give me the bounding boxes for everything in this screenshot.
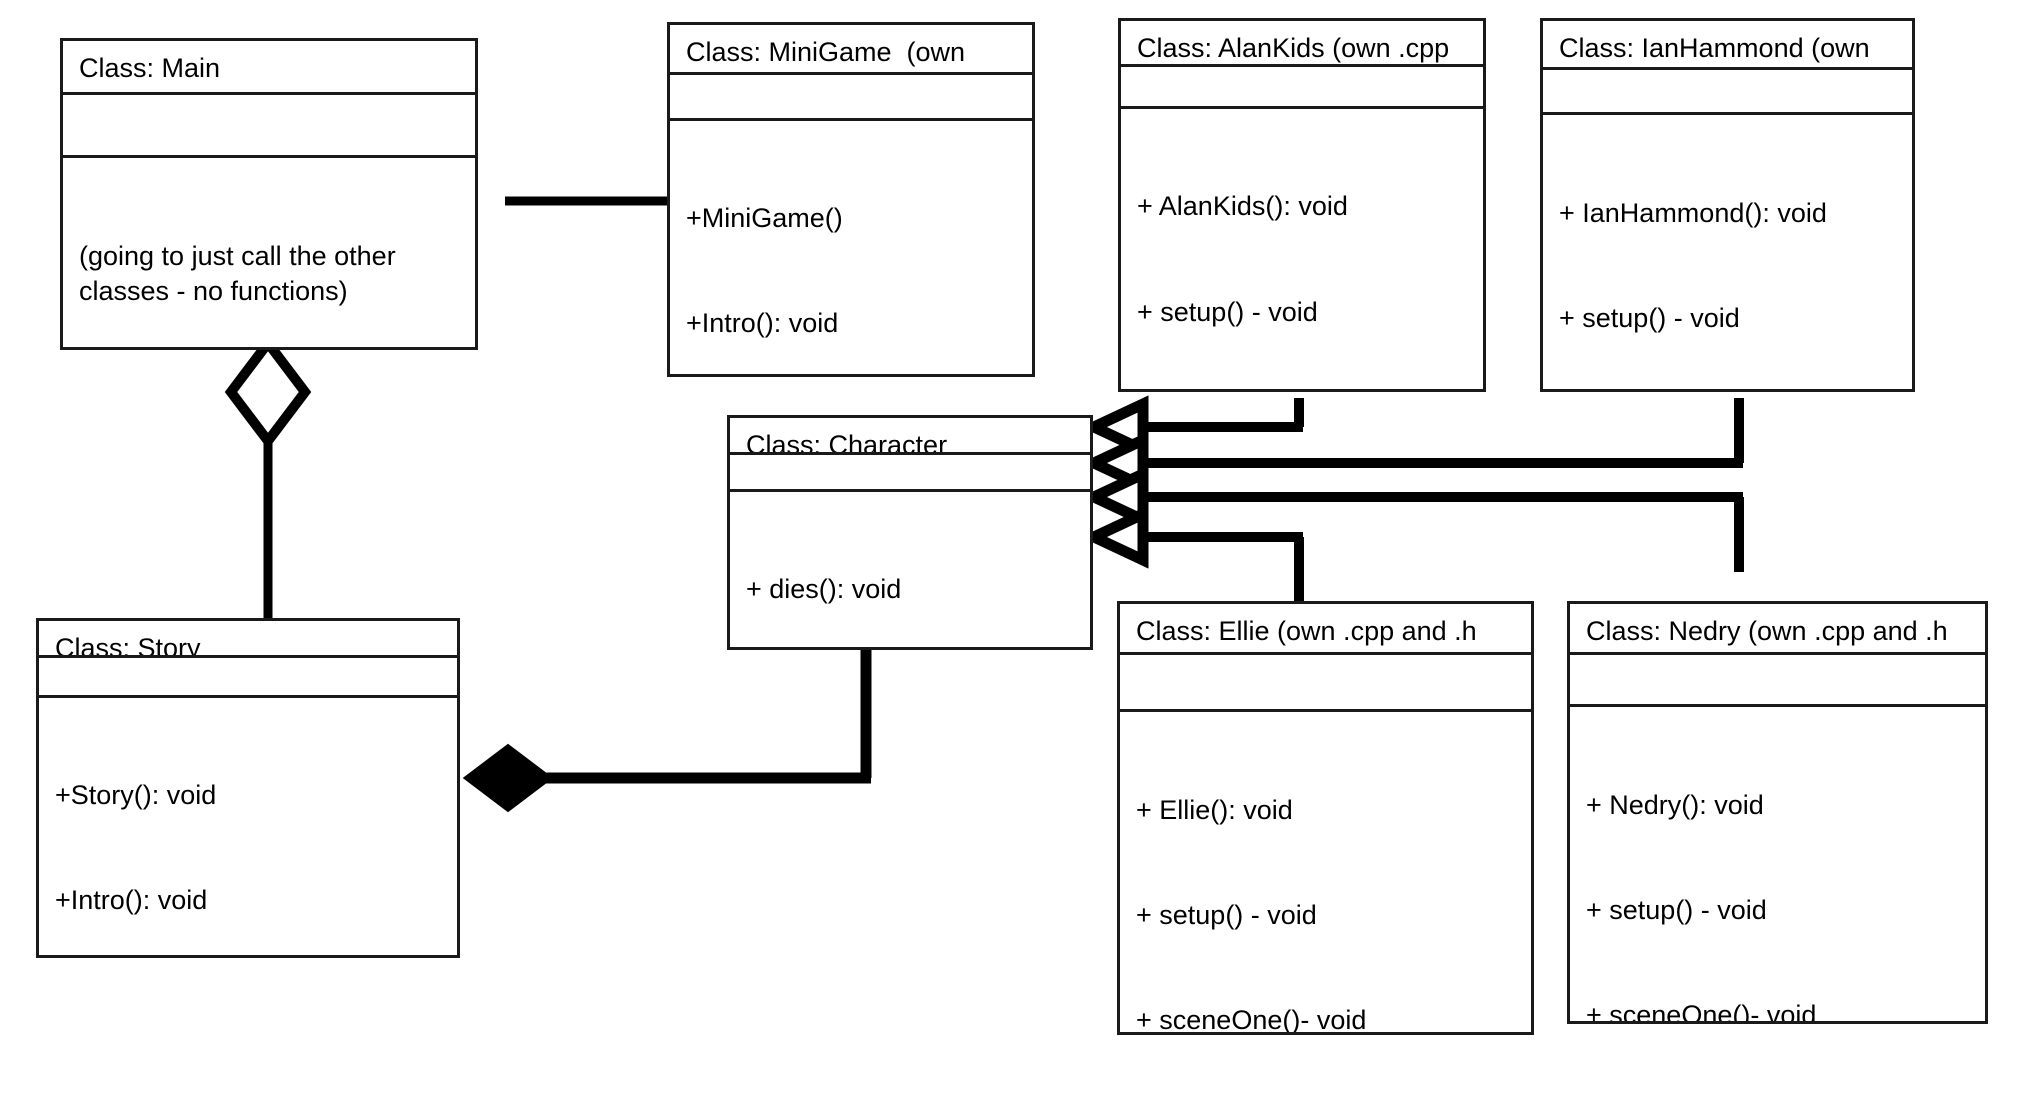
class-name-minigame: Class: MiniGame (own .cpp and .h file) [670,25,1032,75]
method-line: + Nedry(): void [1586,789,1764,820]
method-line: +Intro(): void [55,885,208,916]
edge-main-story [224,334,312,618]
method-line: + setup() - void [1137,296,1318,327]
class-methods-ellie: + Ellie(): void + setup() - void + scene… [1120,712,1531,1032]
class-attributes-alankids [1121,67,1483,110]
method-line: + Ellie(): void [1136,794,1293,825]
composition-diamond-icon [462,743,554,813]
class-attributes-character [730,455,1090,493]
method-line: + setup() - void [1559,302,1740,333]
class-box-character[interactable]: Class: Character + dies(): void + lives(… [727,415,1093,650]
method-line: +Story(): void [55,779,217,810]
class-name-main: Class: Main [63,41,475,96]
class-methods-character: + dies(): void + lives(): void [730,492,1090,647]
edge-ianhammond-character [1081,398,1744,495]
class-methods-alankids: + AlanKids(): void + setup() - void + sc… [1121,109,1483,389]
aggregation-diamond-icon [224,334,312,450]
edge-story-character [462,646,872,813]
class-methods-nedry: + Nedry(): void + setup() - void + scene… [1570,707,1985,1021]
method-line: + sceneOne()- void [1136,1005,1367,1032]
generalization-arrow-icon [1081,465,1149,529]
method-line: +Intro(): void [686,308,839,339]
class-box-story[interactable]: Class: Story +Story(): void +Intro(): vo… [36,618,460,958]
edge-ellie-character [1081,505,1304,601]
class-name-alankids: Class: AlanKids (own .cpp and .h file) [1121,21,1483,67]
class-methods-ianhammond: + IanHammond(): void + setup() - void + … [1543,115,1912,389]
class-box-alankids[interactable]: Class: AlanKids (own .cpp and .h file) +… [1118,18,1486,392]
class-box-ellie[interactable]: Class: Ellie (own .cpp and .h file) + El… [1117,601,1534,1035]
class-methods-minigame: +MiniGame() +Intro(): void +DinoGenerato… [670,121,1032,374]
class-attributes-minigame [670,75,1032,121]
method-line: + dies(): void [746,574,902,605]
class-name-nedry: Class: Nedry (own .cpp and .h file) [1570,604,1985,655]
method-line: + IanHammond(): void [1559,197,1827,228]
class-name-ellie: Class: Ellie (own .cpp and .h file) [1120,604,1531,656]
class-attributes-ellie [1120,655,1531,713]
generalization-arrow-icon [1081,431,1149,495]
class-box-ianhammond[interactable]: Class: IanHammond (own .cpp and .h file)… [1540,18,1915,392]
class-attributes-nedry [1570,655,1985,708]
edge-nedry-character [1081,465,1744,572]
class-box-minigame[interactable]: Class: MiniGame (own .cpp and .h file) +… [667,22,1035,377]
class-methods-story: +Story(): void +Intro(): void +Void movi… [39,698,457,955]
method-line: +MiniGame() [686,203,843,234]
edge-alankids-character [1081,395,1304,459]
class-name-ianhammond: Class: IanHammond (own .cpp and .h file) [1543,21,1912,70]
class-attributes-ianhammond [1543,70,1912,116]
class-box-main[interactable]: Class: Main (going to just call the othe… [60,38,478,350]
method-line: (going to just call the other classes - … [79,240,404,306]
class-name-story: Class: Story [39,621,457,658]
generalization-arrow-icon [1081,395,1149,459]
class-box-nedry[interactable]: Class: Nedry (own .cpp and .h file) + Ne… [1567,601,1988,1024]
class-name-character: Class: Character [730,418,1090,455]
method-line: + sceneOne()- void [1586,1000,1817,1021]
class-attributes-main [63,95,475,159]
method-line: + setup() - void [1136,899,1317,930]
class-methods-main: (going to just call the other classes - … [63,158,475,347]
generalization-arrow-icon [1081,505,1149,569]
method-line: + AlanKids(): void [1137,191,1348,222]
method-line: + setup() - void [1586,894,1767,925]
class-attributes-story [39,658,457,698]
